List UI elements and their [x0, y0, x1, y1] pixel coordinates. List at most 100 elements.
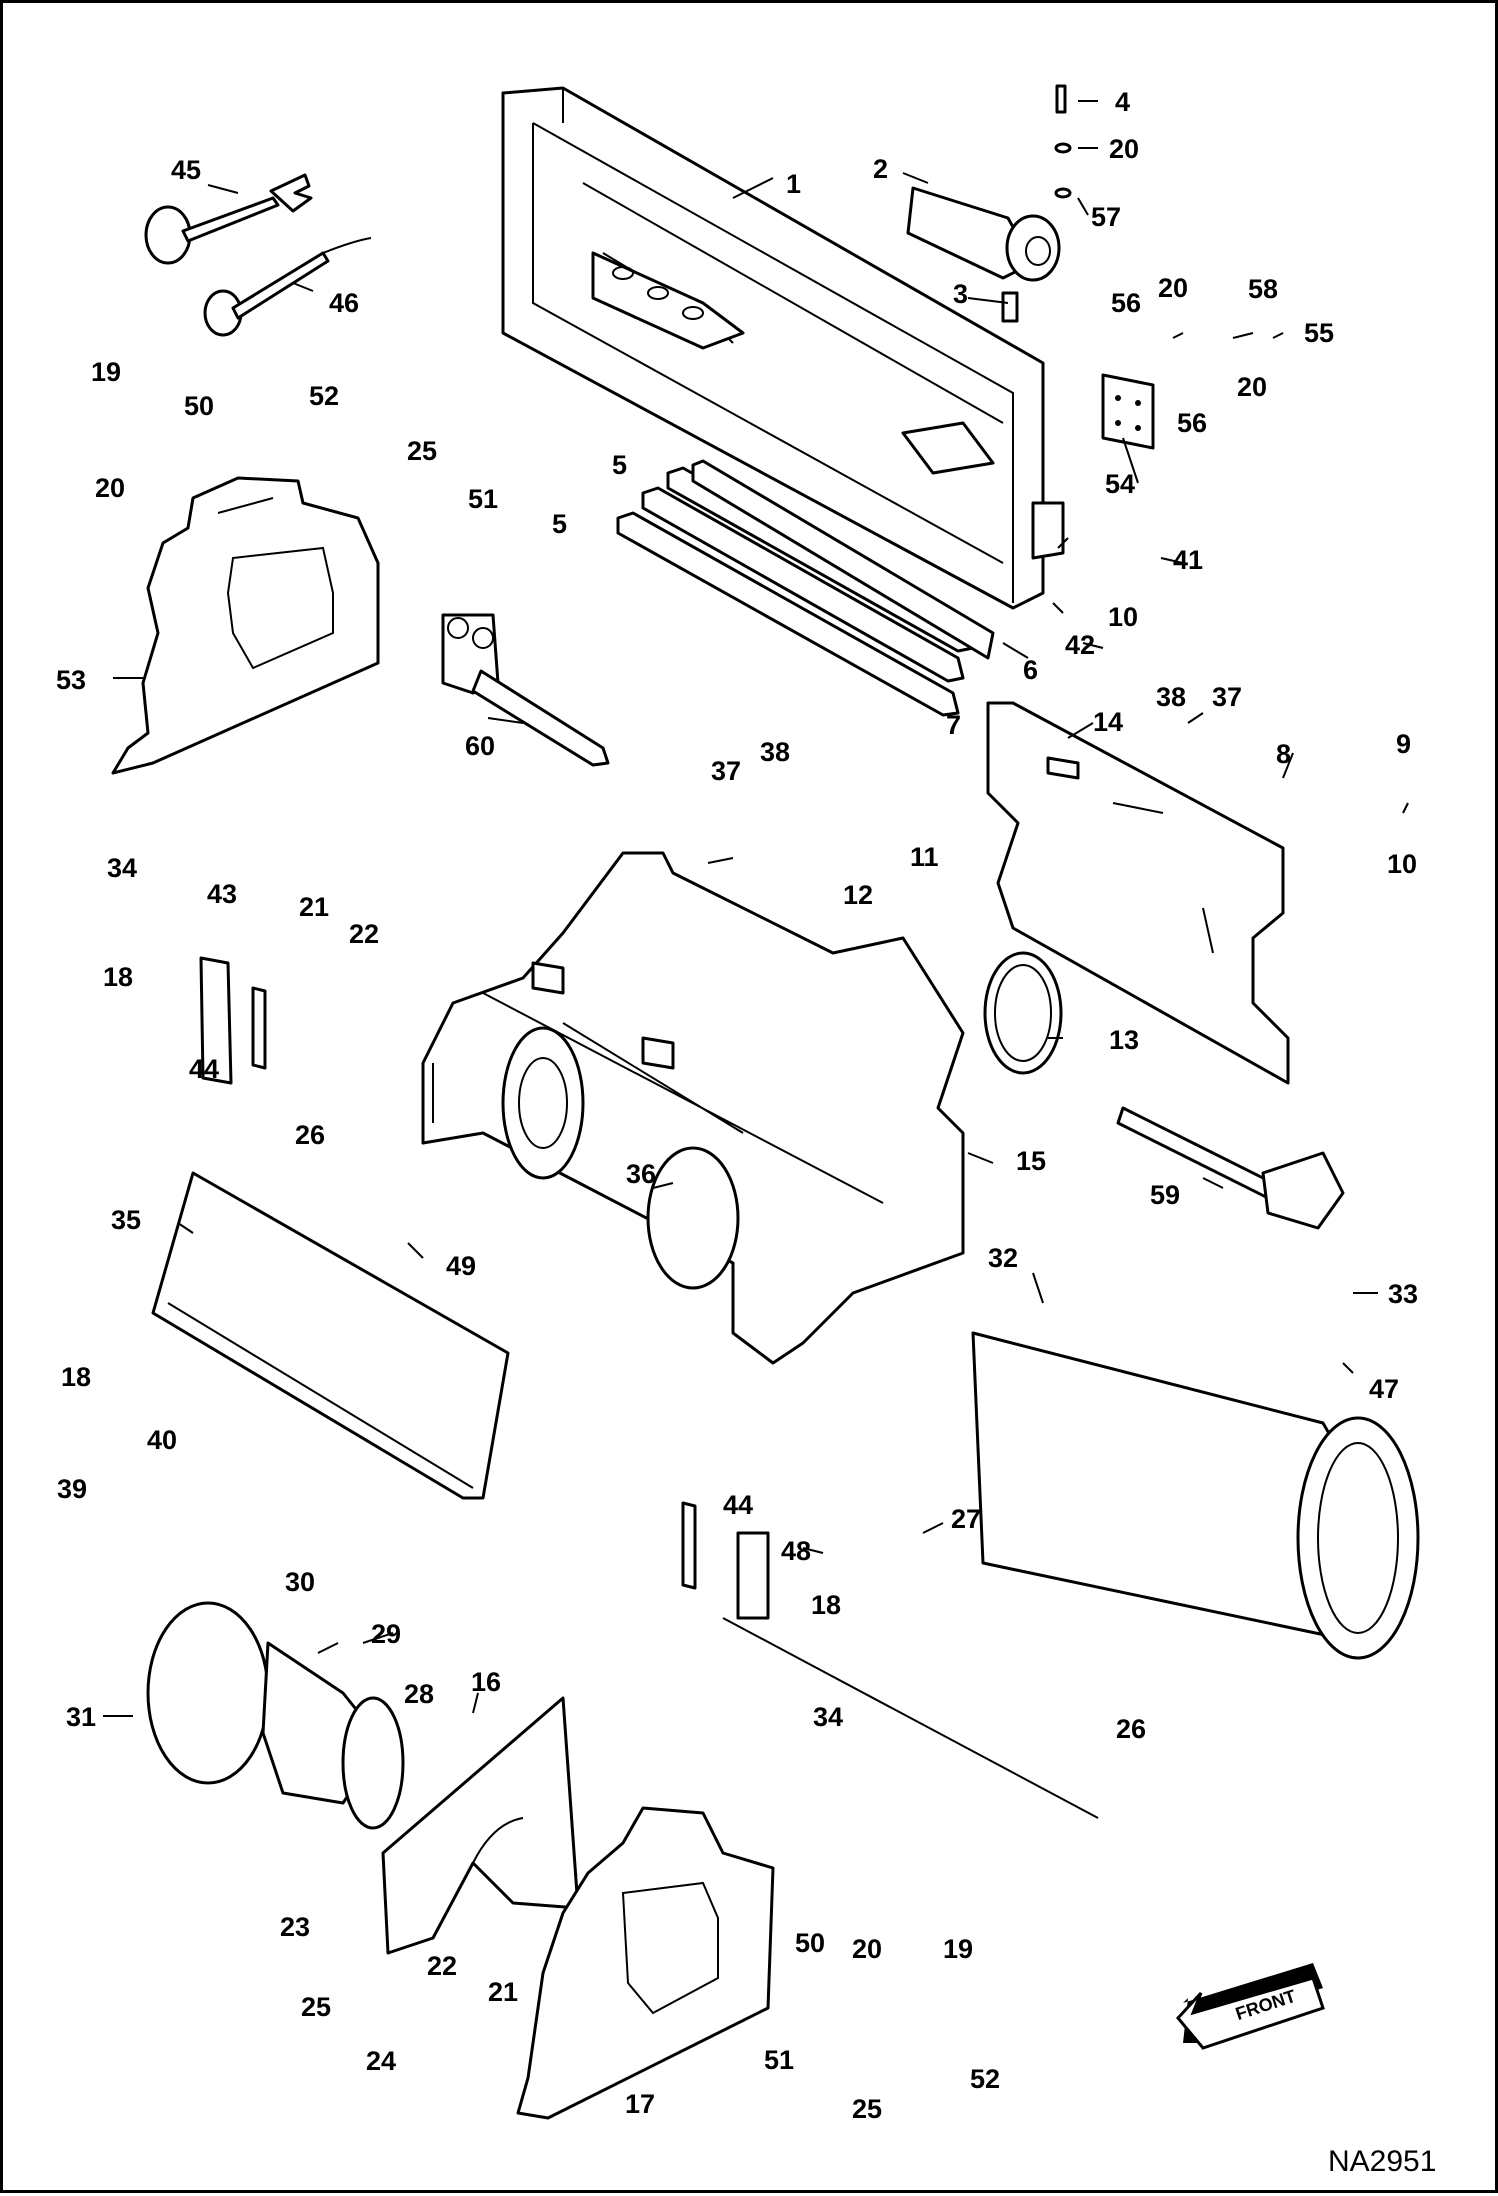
gearbox-part	[146, 1601, 405, 1830]
shaft-right	[1116, 1106, 1345, 1230]
wear-bars	[616, 459, 995, 717]
tool-hook-part	[203, 237, 372, 337]
brackets	[199, 956, 770, 1620]
side-plate-left	[381, 1696, 580, 1955]
callout-label: 38	[1156, 682, 1186, 712]
callout-label: 21	[488, 1977, 518, 2007]
callout-label: 59	[1150, 1180, 1180, 1210]
callout-label: 56	[1177, 408, 1207, 438]
callout-label: 48	[781, 1536, 811, 1566]
callout-label: 51	[468, 484, 498, 514]
callout-label: 12	[843, 880, 873, 910]
bolt-washer-stack	[1054, 84, 1072, 199]
callout-label: 37	[1212, 682, 1242, 712]
callout-label: 20	[1158, 273, 1188, 303]
callout-label: 42	[1065, 630, 1095, 660]
deflector-part	[151, 1171, 510, 1500]
callout-labels: 1 2 3 4 20 57 45 46 56 20 58 55 20 56 54…	[56, 87, 1418, 2124]
callout-label: 52	[970, 2064, 1000, 2094]
callout-label: 22	[349, 919, 379, 949]
callout-label: 25	[301, 1992, 331, 2022]
callout-label: 28	[404, 1679, 434, 1709]
callout-label: 10	[1387, 849, 1417, 879]
main-housing-part	[421, 851, 965, 1365]
callout-label: 50	[184, 391, 214, 421]
exploded-parts-diagram: 1 2 3 4 20 57 45 46 56 20 58 55 20 56 54…	[56, 84, 1436, 2178]
callout-label: 16	[471, 1667, 501, 1697]
callout-label: 56	[1111, 288, 1141, 318]
callout-label: 40	[147, 1425, 177, 1455]
callout-label: 37	[711, 756, 741, 786]
callout-label: 15	[1016, 1146, 1046, 1176]
callout-label: 13	[1109, 1025, 1139, 1055]
callout-label: 29	[371, 1619, 401, 1649]
right-guard-part	[516, 1806, 775, 2120]
cutter-drum-part	[971, 1331, 1420, 1660]
callout-label: 10	[1108, 602, 1138, 632]
callout-label: 27	[951, 1504, 981, 1534]
callout-label: 30	[285, 1567, 315, 1597]
callout-label: 22	[427, 1951, 457, 1981]
callout-label: 2	[873, 154, 888, 184]
callout-label: 49	[446, 1251, 476, 1281]
drawing-code: NA2951	[1328, 2145, 1436, 2178]
callout-label: 50	[795, 1928, 825, 1958]
side-plate-right	[986, 701, 1290, 1085]
callout-label: 32	[988, 1243, 1018, 1273]
callout-label: 20	[1237, 372, 1267, 402]
callout-label: 5	[612, 450, 627, 480]
callout-label: 35	[111, 1205, 141, 1235]
callout-label: 44	[189, 1054, 219, 1084]
callout-label: 19	[91, 357, 121, 387]
callout-label: 23	[280, 1912, 310, 1942]
cylinder-part	[906, 186, 1061, 323]
callout-label: 8	[1276, 739, 1291, 769]
main-frame-part	[501, 86, 1065, 610]
callout-label: 20	[95, 473, 125, 503]
leader-lines	[103, 100, 1409, 1717]
callout-label: 44	[723, 1490, 753, 1520]
callout-label: 5	[552, 509, 567, 539]
callout-label: 52	[309, 381, 339, 411]
callout-label: 18	[103, 962, 133, 992]
callout-label: 17	[625, 2089, 655, 2119]
callout-label: 58	[1248, 274, 1278, 304]
callout-label: 36	[626, 1159, 656, 1189]
cover-disc	[646, 1146, 740, 1290]
callout-label: 51	[764, 2045, 794, 2075]
shaft-part	[441, 613, 610, 767]
tool-rake-part	[144, 173, 313, 265]
callout-label: 54	[1105, 469, 1135, 499]
callout-label: 4	[1115, 87, 1130, 117]
callout-label: 55	[1304, 318, 1334, 348]
front-arrow-icon: FRONT	[1176, 1963, 1325, 2050]
callout-label: 34	[813, 1702, 843, 1732]
callout-label: 7	[946, 710, 961, 740]
callout-label: 31	[66, 1702, 96, 1732]
callout-label: 9	[1396, 729, 1411, 759]
callout-label: 25	[852, 2094, 882, 2124]
callout-label: 39	[57, 1474, 87, 1504]
callout-label: 33	[1388, 1279, 1418, 1309]
callout-label: 14	[1093, 707, 1123, 737]
callout-label: 45	[171, 155, 201, 185]
callout-label: 57	[1091, 202, 1121, 232]
callout-label: 1	[786, 169, 801, 199]
mounting-plate-part	[1101, 373, 1155, 450]
callout-label: 11	[910, 842, 939, 872]
callout-label: 18	[811, 1590, 841, 1620]
left-guard-part	[111, 476, 380, 775]
callout-label: 25	[407, 436, 437, 466]
callout-label: 38	[760, 737, 790, 767]
callout-label: 3	[953, 279, 968, 309]
callout-label: 46	[329, 288, 359, 318]
callout-label: 20	[852, 1934, 882, 1964]
callout-label: 53	[56, 665, 86, 695]
gasket-ring	[983, 951, 1063, 1075]
callout-label: 34	[107, 853, 137, 883]
callout-label: 20	[1109, 134, 1139, 164]
callout-label: 26	[295, 1120, 325, 1150]
callout-label: 19	[943, 1934, 973, 1964]
callout-label: 47	[1369, 1374, 1399, 1404]
